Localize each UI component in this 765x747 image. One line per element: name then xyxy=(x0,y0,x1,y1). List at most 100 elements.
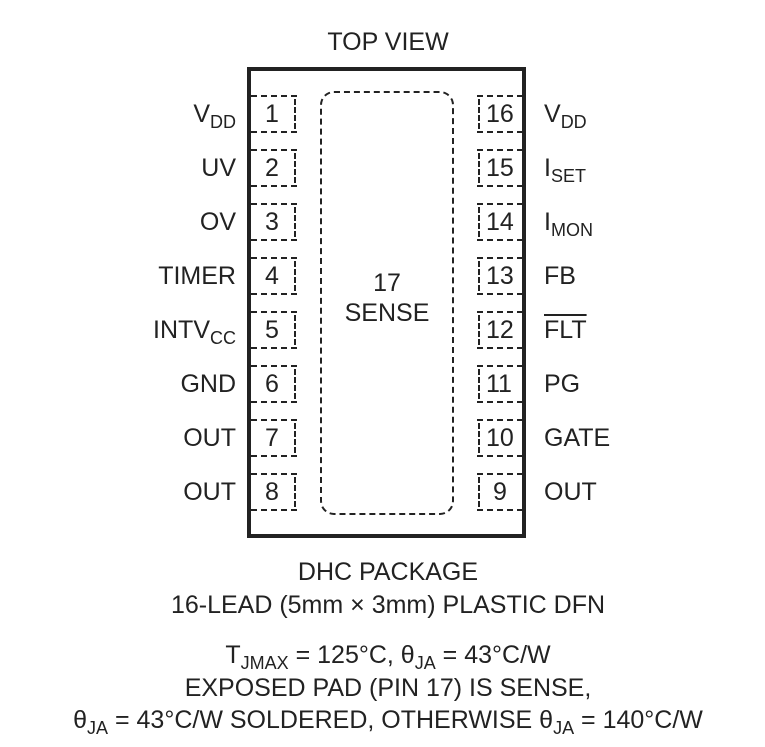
pin-10: 10 xyxy=(477,419,523,457)
right-pin-label-12: FLT xyxy=(544,318,587,343)
pin-13: 13 xyxy=(477,257,523,295)
pin-edge xyxy=(294,369,296,399)
pin-edge xyxy=(477,95,523,97)
pin-name: OV xyxy=(199,208,236,236)
exposed-pad-outline xyxy=(320,91,454,515)
pin-name: GATE xyxy=(544,424,611,452)
pin-edge xyxy=(294,153,296,183)
pin-edge xyxy=(478,477,480,507)
pin-edge xyxy=(251,311,297,313)
left-pin-label-1: VDD xyxy=(193,102,236,132)
pin-name: TIMER xyxy=(158,262,236,290)
theta-otherwise-text: = 140°C/W xyxy=(574,706,703,734)
pin-name: FB xyxy=(544,262,576,290)
pin-number: 5 xyxy=(265,316,279,344)
pin-edge xyxy=(477,311,523,313)
pin-edge xyxy=(477,347,523,349)
pin-number: 1 xyxy=(265,100,279,128)
pin-edge xyxy=(477,365,523,367)
pin-edge xyxy=(478,369,480,399)
pin-name: I xyxy=(544,208,551,236)
pin-name: V xyxy=(544,100,561,128)
right-pin-label-11: PG xyxy=(544,372,580,397)
pin-7: 7 xyxy=(251,419,297,457)
pin-name-subscript: SET xyxy=(550,166,586,186)
thermal-note-3: θJA = 43°C/W SOLDERED, OTHERWISE θJA = 1… xyxy=(73,706,703,738)
right-pin-label-13: FB xyxy=(544,264,576,289)
pin-number: 7 xyxy=(265,424,279,452)
pin-number: 10 xyxy=(486,424,514,452)
pin-name: FLT xyxy=(544,316,587,344)
pin-name: PG xyxy=(544,370,581,398)
left-pin-label-2: UV xyxy=(201,156,236,181)
pin-edge xyxy=(478,207,480,237)
pin-edge xyxy=(251,239,297,241)
pin-edge xyxy=(251,95,297,97)
theta-symbol: θ xyxy=(73,706,88,734)
pin-edge xyxy=(251,509,297,511)
pin-edge xyxy=(294,261,296,291)
pin-2: 2 xyxy=(251,149,297,187)
tjmax-value: = 125°C, θ xyxy=(288,641,415,669)
pin-3: 3 xyxy=(251,203,297,241)
pin-number: 12 xyxy=(486,316,514,344)
pin-number: 8 xyxy=(265,478,279,506)
right-pin-label-15: ISET xyxy=(544,154,586,186)
pin-8: 8 xyxy=(251,473,297,511)
pin-name: OUT xyxy=(183,424,236,452)
pin-11: 11 xyxy=(477,365,523,403)
pin-edge xyxy=(294,315,296,345)
left-pin-label-4: TIMER xyxy=(158,264,236,289)
pin-edge xyxy=(477,185,523,187)
tjmax-symbol: T xyxy=(225,641,241,669)
theta-ja-subscript-1: JA xyxy=(87,718,109,738)
pin-name: OUT xyxy=(544,478,597,506)
pin-edge xyxy=(251,185,297,187)
pin-edge xyxy=(477,239,523,241)
pin-name: I xyxy=(544,154,551,182)
theta-ja-subscript: JA xyxy=(414,653,436,673)
pin-14: 14 xyxy=(477,203,523,241)
pin-edge xyxy=(477,401,523,403)
theta-soldered-text: = 43°C/W SOLDERED, OTHERWISE θ xyxy=(108,706,554,734)
view-title: TOP VIEW xyxy=(327,28,449,56)
pin-number: 11 xyxy=(486,370,512,398)
theta-ja-subscript-2: JA xyxy=(553,718,575,738)
theta-ja-value: = 43°C/W xyxy=(435,641,551,669)
pin-edge xyxy=(477,131,523,133)
pin-name-subscript: MON xyxy=(550,220,593,240)
right-pin-label-16: VDD xyxy=(544,100,587,132)
exposed-pad-number: 17 xyxy=(373,269,401,297)
pin-name: OUT xyxy=(183,478,236,506)
pin-name: INTV xyxy=(153,316,210,344)
pin-edge xyxy=(478,315,480,345)
pin-number: 6 xyxy=(265,370,279,398)
pin-12: 12 xyxy=(477,311,523,349)
pin-edge xyxy=(251,257,297,259)
thermal-note-2: EXPOSED PAD (PIN 17) IS SENSE, xyxy=(184,674,592,702)
pin-edge xyxy=(477,509,523,511)
pin-number: 9 xyxy=(493,478,507,506)
pin-edge xyxy=(477,419,523,421)
exposed-pad-label: 17 SENSE xyxy=(345,268,430,328)
pin-number: 2 xyxy=(265,154,279,182)
pin-edge xyxy=(251,149,297,151)
package-outline xyxy=(247,67,526,538)
pin-edge xyxy=(478,153,480,183)
pin-edge xyxy=(477,473,523,475)
pin-edge xyxy=(478,261,480,291)
left-pin-label-5: INTVCC xyxy=(153,316,236,348)
pin-number: 4 xyxy=(265,262,279,290)
pin-edge xyxy=(477,257,523,259)
package-description: 16-LEAD (5mm × 3mm) PLASTIC DFN xyxy=(170,591,606,619)
package-name: DHC PACKAGE xyxy=(297,558,479,586)
pin-edge xyxy=(251,293,297,295)
pin-name-subscript: DD xyxy=(560,112,587,132)
pin-edge xyxy=(477,203,523,205)
tjmax-subscript: JMAX xyxy=(240,653,289,673)
pin-edge xyxy=(251,473,297,475)
pin-edge xyxy=(251,203,297,205)
right-pin-label-10: GATE xyxy=(544,426,610,451)
pin-edge xyxy=(294,207,296,237)
pin-edge xyxy=(478,99,480,129)
